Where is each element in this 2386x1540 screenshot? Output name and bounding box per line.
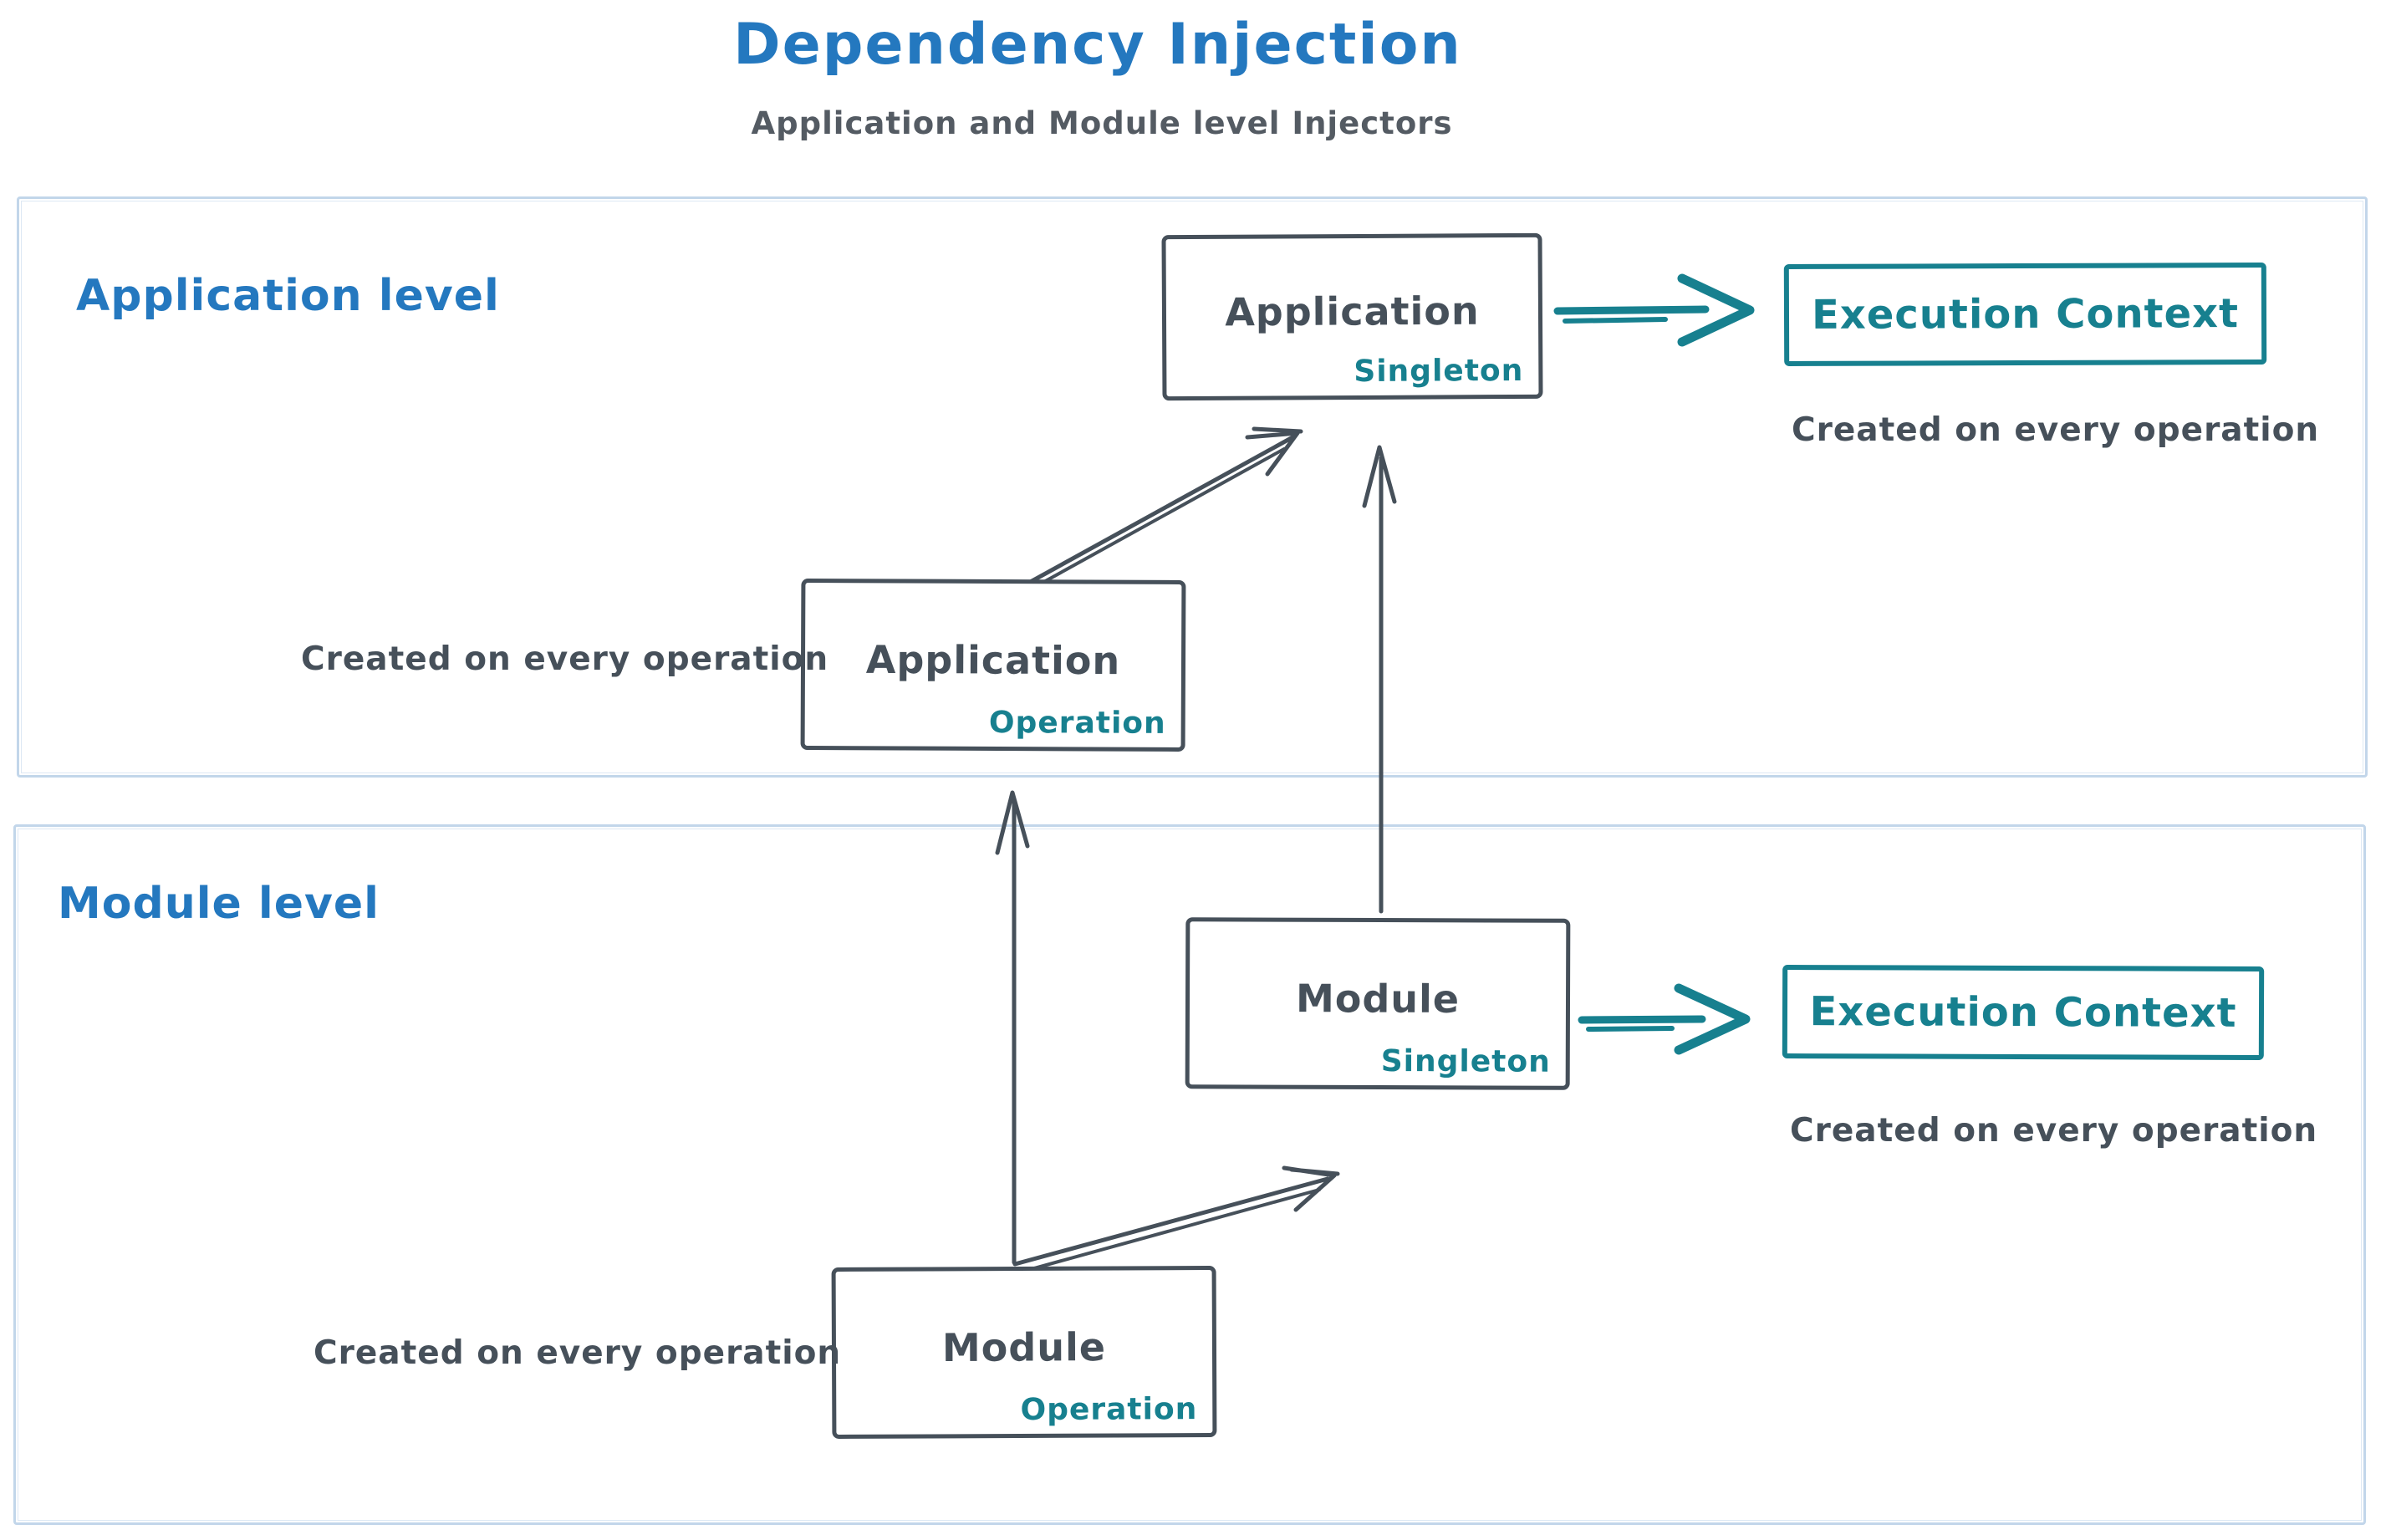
box-module-operation: Module Operation: [831, 1265, 1217, 1440]
box-application-singleton-sublabel: Singleton: [1354, 353, 1524, 389]
box-application-singleton: Application Singleton: [1161, 232, 1543, 401]
box-module-singleton-sublabel: Singleton: [1380, 1044, 1551, 1079]
caption-module-operation-note: Created on every operation: [314, 1334, 842, 1372]
box-application-operation-label: Application: [865, 636, 1121, 683]
box-execution-context-bottom-label: Execution Context: [1809, 988, 2237, 1037]
box-application-operation-sublabel: Operation: [988, 705, 1166, 741]
box-execution-context-bottom: Execution Context: [1782, 964, 2265, 1061]
box-module-operation-label: Module: [941, 1323, 1107, 1370]
box-application-singleton-label: Application: [1225, 288, 1480, 335]
box-application-operation: Application Operation: [800, 578, 1186, 752]
page-subtitle: Application and Module level Injectors: [751, 105, 1453, 141]
caption-app-operation-note: Created on every operation: [301, 640, 829, 678]
page-title: Dependency Injection: [733, 12, 1462, 78]
caption-exec-bottom-note: Created on every operation: [1790, 1112, 2318, 1150]
box-module-singleton-label: Module: [1295, 975, 1461, 1022]
box-execution-context-top-label: Execution Context: [1811, 290, 2240, 339]
box-module-operation-sublabel: Operation: [1020, 1392, 1198, 1428]
application-level-label: Application level: [76, 271, 500, 321]
box-execution-context-top: Execution Context: [1783, 262, 2267, 367]
section-module-level: Module level: [13, 824, 2366, 1525]
box-module-singleton: Module Singleton: [1185, 917, 1571, 1090]
caption-exec-top-note: Created on every operation: [1792, 411, 2320, 449]
section-application-level: Application level: [17, 196, 2368, 778]
module-level-label: Module level: [58, 879, 380, 929]
